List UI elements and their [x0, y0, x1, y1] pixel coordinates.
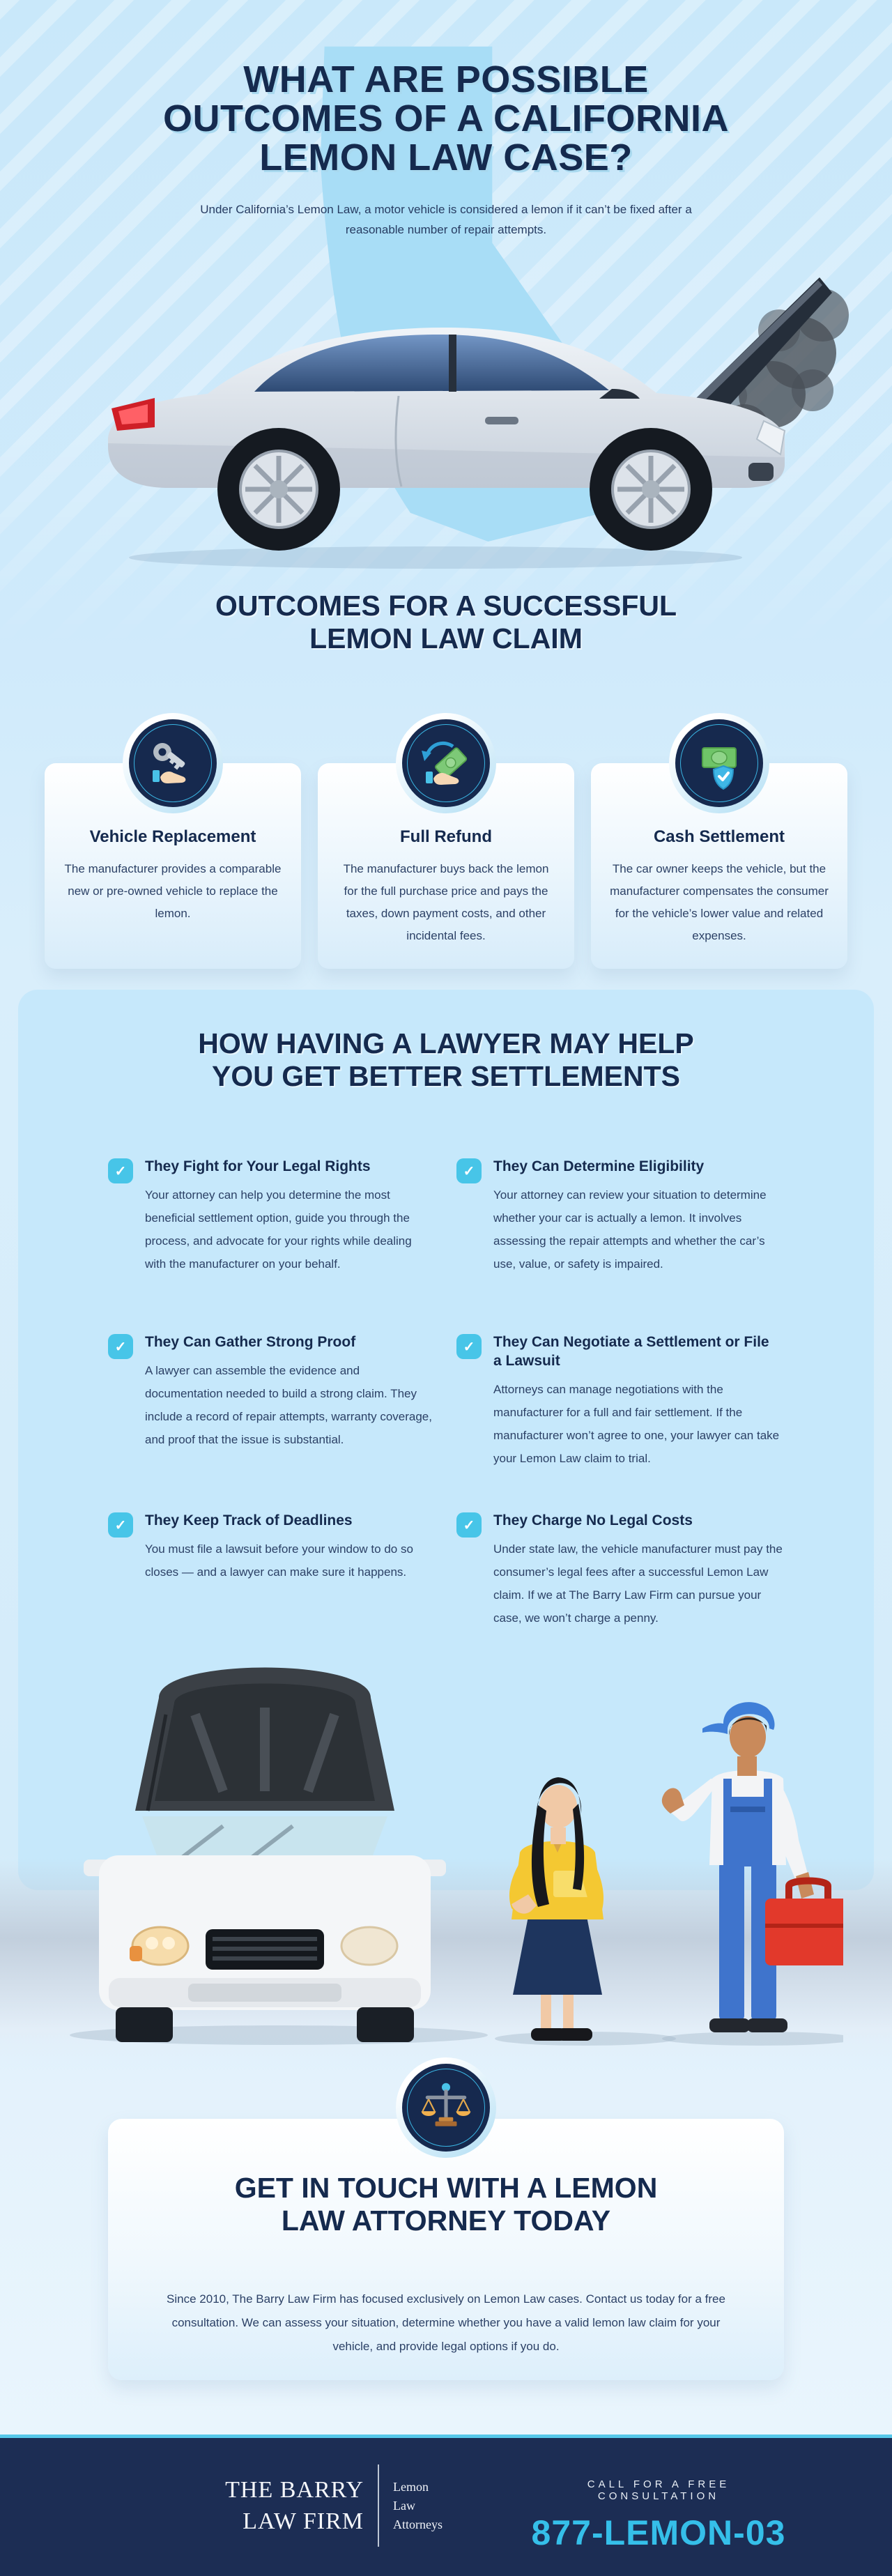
toolbox: [765, 1877, 843, 1965]
cash-shield-icon: [669, 713, 769, 813]
benefit-title: They Can Gather Strong Proof: [145, 1334, 356, 1350]
outcomes-heading-line: OUTCOMES FOR A SUCCESSFUL: [215, 590, 677, 622]
benefit-item-no-legal-costs: ✓ They Charge No Legal Costs Under state…: [456, 1511, 790, 1630]
checkmark-icon: ✓: [108, 1512, 133, 1538]
cta-heading-line: LAW ATTORNEY TODAY: [281, 2205, 611, 2237]
checkmark-icon: ✓: [108, 1158, 133, 1183]
firm-tagline: Lemon Law Attorneys: [393, 2479, 443, 2531]
benefit-title: They Keep Track of Deadlines: [145, 1512, 353, 1528]
broken-car-illustration: [108, 277, 849, 569]
outcome-card-text: The car owner keeps the vehicle, but the…: [610, 862, 829, 942]
benefit-text: A lawyer can assemble the evidence and d…: [145, 1364, 432, 1446]
logo-divider: [378, 2464, 379, 2547]
benefit-title: They Fight for Your Legal Rights: [145, 1158, 371, 1174]
cta-heading: GET IN TOUCH WITH A LEMON LAW ATTORNEY T…: [0, 2172, 892, 2237]
cta-card: [108, 2119, 784, 2380]
call-to-action: CALL FOR A FREE CONSULTATION 877-LEMON-0…: [526, 2478, 791, 2553]
outcome-card-text: The manufacturer buys back the lemon for…: [343, 862, 549, 942]
customer-woman: [509, 1777, 603, 2041]
cash-return-hand-icon: [396, 713, 496, 813]
lawyer-heading: HOW HAVING A LAWYER MAY HELP YOU GET BET…: [0, 1027, 892, 1093]
benefit-item-determine-eligibility: ✓ They Can Determine Eligibility Your at…: [456, 1157, 790, 1275]
outcome-card-title: Full Refund: [400, 827, 492, 846]
outcomes-heading-line: LEMON LAW CLAIM: [309, 622, 583, 654]
customer-mechanic-illustration: [70, 1667, 843, 2046]
mechanic-man: [661, 1702, 843, 2032]
checkmark-icon: ✓: [456, 1512, 482, 1538]
outcomes-heading: OUTCOMES FOR A SUCCESSFUL LEMON LAW CLAI…: [0, 590, 892, 655]
cta-text: Since 2010, The Barry Law Firm has focus…: [167, 2292, 725, 2353]
checkmark-icon: ✓: [456, 1158, 482, 1183]
open-hood: [690, 277, 832, 417]
benefit-item-negotiate-or-sue: ✓ They Can Negotiate a Settlement or Fil…: [456, 1333, 790, 1470]
benefit-text: Your attorney can help you determine the…: [145, 1188, 412, 1271]
firm-name: THE BARRY LAW FIRM: [225, 2477, 364, 2534]
outcome-card-vehicle-replacement: Vehicle Replacement The manufacturer pro…: [45, 713, 301, 969]
benefit-title: They Can Negotiate a Settlement or File …: [493, 1334, 769, 1369]
phone-number: 877-LEMON-03: [531, 2513, 786, 2552]
outcome-card-cash-settlement: Cash Settlement The car owner keeps the …: [591, 713, 847, 969]
outcome-card-title: Vehicle Replacement: [89, 827, 256, 846]
checkmark-icon: ✓: [456, 1334, 482, 1359]
barry-law-firm-logo: THE BARRY LAW FIRM Lemon Law Attorneys: [105, 2464, 443, 2547]
lawyer-heading-line: YOU GET BETTER SETTLEMENTS: [212, 1060, 680, 1092]
call-label: CALL FOR A FREE CONSULTATION: [587, 2478, 730, 2502]
benefit-item-fight-rights: ✓ They Fight for Your Legal Rights Your …: [108, 1157, 436, 1275]
cta-heading-line: GET IN TOUCH WITH A LEMON: [234, 2172, 658, 2204]
page-subtitle: Under California’s Lemon Law, a motor ve…: [200, 203, 692, 236]
benefit-item-track-deadlines: ✓ They Keep Track of Deadlines You must …: [108, 1511, 436, 1584]
page-title-line: OUTCOMES OF A CALIFORNIA: [163, 98, 729, 139]
outcome-card-full-refund: Full Refund The manufacturer buys back t…: [318, 713, 574, 969]
checkmark-icon: ✓: [108, 1334, 133, 1359]
footer-bar: THE BARRY LAW FIRM Lemon Law Attorneys C…: [0, 2435, 892, 2576]
key-in-hand-icon: [123, 713, 223, 813]
lawyer-heading-line: HOW HAVING A LAWYER MAY HELP: [198, 1027, 694, 1059]
front-wheel: [590, 428, 712, 551]
rear-wheel: [217, 428, 340, 551]
benefit-item-gather-proof: ✓ They Can Gather Strong Proof A lawyer …: [108, 1333, 436, 1451]
outcome-card-text: The manufacturer provides a comparable n…: [64, 862, 282, 920]
page-title-line: WHAT ARE POSSIBLE: [243, 59, 649, 100]
benefit-title: They Can Determine Eligibility: [493, 1158, 705, 1174]
car-shadow: [129, 546, 742, 569]
benefit-text: Under state law, the vehicle manufacture…: [493, 1542, 783, 1625]
car-front-view: [84, 1667, 446, 2042]
outcome-cards: Vehicle Replacement The manufacturer pro…: [45, 713, 847, 969]
page-title-line: LEMON LAW CASE?: [259, 137, 633, 178]
benefit-text: Your attorney can review your situation …: [493, 1188, 767, 1271]
benefit-title: They Charge No Legal Costs: [493, 1512, 693, 1528]
benefit-text: You must file a lawsuit before your wind…: [145, 1542, 413, 1579]
page-title: WHAT ARE POSSIBLE OUTCOMES OF A CALIFORN…: [0, 60, 892, 177]
benefit-text: Attorneys can manage negotiations with t…: [493, 1383, 780, 1465]
outcome-card-title: Cash Settlement: [653, 827, 785, 846]
scales-of-justice-icon: [396, 2057, 496, 2158]
